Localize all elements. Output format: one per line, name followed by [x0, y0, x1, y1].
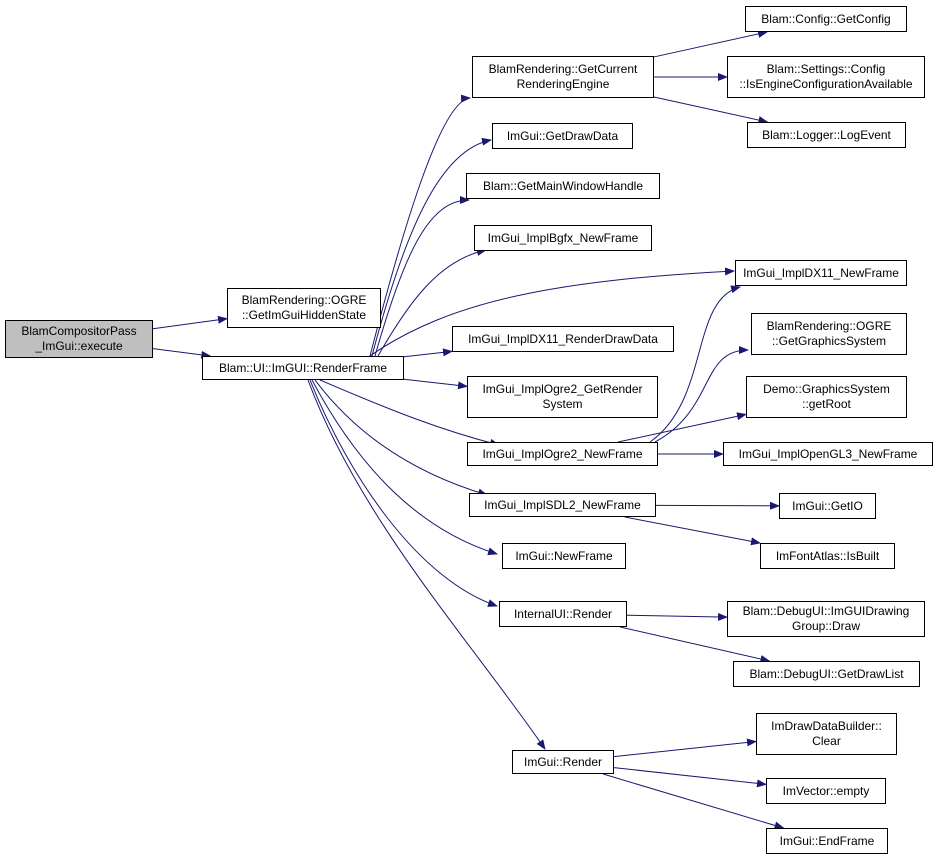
- call-edge-imgui-render-to-end-frame: [602, 773, 785, 830]
- function-node-log-event[interactable]: Blam::Logger::LogEvent: [747, 122, 906, 148]
- function-node-label: Blam::DebugUI::ImGUIDrawing: [742, 604, 910, 618]
- function-node-label: ImGui_ImplOgre2_NewFrame: [482, 446, 643, 461]
- call-edge-render-frame-to-impl-ogre2-get-render-system: [403, 378, 468, 390]
- function-node-get-io[interactable]: ImGui::GetIO: [779, 493, 876, 519]
- function-node-get-draw-data[interactable]: ImGui::GetDrawData: [492, 123, 633, 149]
- function-node-label: ImGui_ImplDX11_NewFrame: [743, 265, 899, 280]
- function-node-label: InternalUI::Render: [513, 606, 613, 621]
- call-edge-render-frame-to-get-draw-data: [371, 137, 492, 357]
- function-node-end-frame[interactable]: ImGui::EndFrame: [766, 828, 888, 854]
- function-node-graphics-system-get-root[interactable]: Demo::GraphicsSystem::getRoot: [746, 376, 907, 418]
- function-node-imgui-new-frame[interactable]: ImGui::NewFrame: [502, 543, 626, 569]
- function-node-label: ::GetImGuiHiddenState: [241, 308, 367, 322]
- function-node-label: ImVector::empty: [782, 783, 870, 798]
- call-edge-internal-ui-render-to-get-draw-list: [619, 626, 771, 663]
- call-edge-imgui-render-to-vector-empty: [613, 767, 767, 788]
- function-node-label: RenderingEngine: [516, 77, 610, 91]
- function-node-impl-opengl3-new-frame[interactable]: ImGui_ImplOpenGL3_NewFrame: [723, 442, 933, 466]
- function-node-label: Blam::Settings::Config: [766, 62, 886, 76]
- function-node-label: ImGui::EndFrame: [779, 833, 875, 848]
- function-node-label: Blam::UI::ImGUI::RenderFrame: [218, 360, 388, 375]
- function-node-label: ::IsEngineConfigurationAvailable: [739, 77, 913, 91]
- function-node-font-atlas-is-built[interactable]: ImFontAtlas::IsBuilt: [760, 543, 895, 569]
- call-edge-render-frame-to-impl-bgfx-new-frame: [377, 248, 487, 357]
- call-edge-render-frame-to-impl-sdl2-new-frame: [314, 379, 488, 497]
- function-node-label: BlamCompositorPass: [21, 324, 137, 338]
- function-node-label: ImGui::NewFrame: [515, 548, 613, 563]
- function-node-is-engine-config-available[interactable]: Blam::Settings::Config::IsEngineConfigur…: [727, 56, 925, 98]
- function-node-draw-data-builder-clear[interactable]: ImDrawDataBuilder::Clear: [756, 713, 897, 755]
- function-node-label: _ImGui::execute: [35, 339, 123, 353]
- function-node-label: ImGui_ImplOpenGL3_NewFrame: [738, 446, 918, 461]
- function-node-label: ImGui_ImplSDL2_NewFrame: [484, 497, 641, 512]
- function-node-impl-dx11-new-frame[interactable]: ImGui_ImplDX11_NewFrame: [735, 260, 907, 286]
- function-node-label: ImGui::GetDrawData: [506, 128, 619, 143]
- function-node-vector-empty[interactable]: ImVector::empty: [766, 778, 886, 804]
- call-edge-impl-ogre2-new-frame-to-impl-dx11-new-frame: [649, 285, 741, 443]
- function-node-label: BlamRendering::OGRE: [766, 319, 892, 333]
- function-node-imgui-render[interactable]: ImGui::Render: [512, 750, 614, 774]
- function-node-internal-ui-render[interactable]: InternalUI::Render: [499, 601, 627, 627]
- function-node-label: BlamRendering::OGRE: [241, 293, 367, 307]
- call-edge-imgui-render-to-draw-data-builder-clear: [613, 738, 757, 758]
- call-edge-render-frame-to-impl-dx11-new-frame: [369, 267, 735, 357]
- function-node-label: Blam::GetMainWindowHandle: [482, 178, 644, 193]
- function-node-impl-sdl2-new-frame[interactable]: ImGui_ImplSDL2_NewFrame: [469, 493, 656, 517]
- function-node-label: Clear: [812, 734, 841, 748]
- function-node-label: ImGui::GetIO: [792, 498, 863, 513]
- call-edge-get-current-rendering-engine-to-get-config: [653, 30, 769, 58]
- function-node-impl-dx11-render-draw-data[interactable]: ImGui_ImplDX11_RenderDrawData: [452, 326, 674, 352]
- function-node-label: ImGui_ImplOgre2_GetRender: [482, 382, 643, 396]
- function-node-impl-ogre2-new-frame[interactable]: ImGui_ImplOgre2_NewFrame: [467, 442, 658, 466]
- call-edge-impl-sdl2-new-frame-to-font-atlas-is-built: [624, 516, 761, 546]
- function-node-get-graphics-system[interactable]: BlamRendering::OGRE::GetGraphicsSystem: [751, 313, 907, 355]
- call-edge-impl-ogre2-new-frame-to-graphics-system-get-root: [617, 412, 747, 443]
- call-edge-impl-ogre2-new-frame-to-get-graphics-system: [654, 346, 749, 443]
- function-node-label: ImDrawDataBuilder::: [771, 719, 882, 733]
- function-node-label: ImFontAtlas::IsBuilt: [775, 548, 880, 563]
- function-node-get-imgui-hidden-state[interactable]: BlamRendering::OGRE::GetImGuiHiddenState: [227, 288, 381, 328]
- call-edge-render-frame-to-get-main-window-handle: [374, 196, 470, 357]
- call-edge-render-frame-to-get-current-rendering-engine: [369, 94, 471, 357]
- function-node-label: ::getRoot: [802, 397, 851, 411]
- function-node-label: BlamRendering::GetCurrent: [488, 62, 638, 76]
- call-edge-get-current-rendering-engine-to-log-event: [653, 96, 769, 124]
- call-edge-render-frame-to-imgui-render: [307, 379, 546, 750]
- function-node-label: Blam::DebugUI::GetDrawList: [749, 666, 904, 681]
- call-edge-render-frame-to-impl-ogre2-new-frame: [319, 379, 500, 447]
- function-node-label: ImGui::Render: [523, 754, 603, 769]
- function-node-label: Demo::GraphicsSystem: [763, 382, 890, 396]
- call-edge-compositor-execute-to-render-frame: [152, 348, 212, 359]
- function-node-label: ImGui_ImplBgfx_NewFrame: [487, 230, 639, 245]
- call-edge-internal-ui-render-to-imgui-drawing-group-draw: [626, 612, 728, 621]
- call-edge-compositor-execute-to-get-imgui-hidden-state: [152, 315, 228, 330]
- function-node-label: Blam::Logger::LogEvent: [762, 127, 891, 142]
- call-edge-render-frame-to-internal-ui-render: [309, 379, 498, 607]
- function-node-get-config[interactable]: Blam::Config::GetConfig: [745, 6, 907, 32]
- function-node-get-main-window-handle[interactable]: Blam::GetMainWindowHandle: [466, 173, 660, 199]
- function-node-render-frame[interactable]: Blam::UI::ImGUI::RenderFrame: [202, 356, 404, 380]
- function-node-label: ImGui_ImplDX11_RenderDrawData: [468, 331, 658, 346]
- function-node-label: Blam::Config::GetConfig: [761, 11, 891, 26]
- function-node-impl-bgfx-new-frame[interactable]: ImGui_ImplBgfx_NewFrame: [474, 225, 652, 251]
- function-node-label: System: [542, 397, 583, 411]
- function-node-label: Group::Draw: [791, 619, 861, 633]
- function-node-label: ::GetGraphicsSystem: [771, 334, 887, 348]
- function-node-get-draw-list[interactable]: Blam::DebugUI::GetDrawList: [733, 661, 920, 687]
- call-edge-render-frame-to-imgui-new-frame: [311, 379, 498, 556]
- function-node-compositor-execute: BlamCompositorPass_ImGui::execute: [5, 320, 153, 358]
- call-edge-render-frame-to-impl-dx11-render-draw-data: [403, 348, 453, 358]
